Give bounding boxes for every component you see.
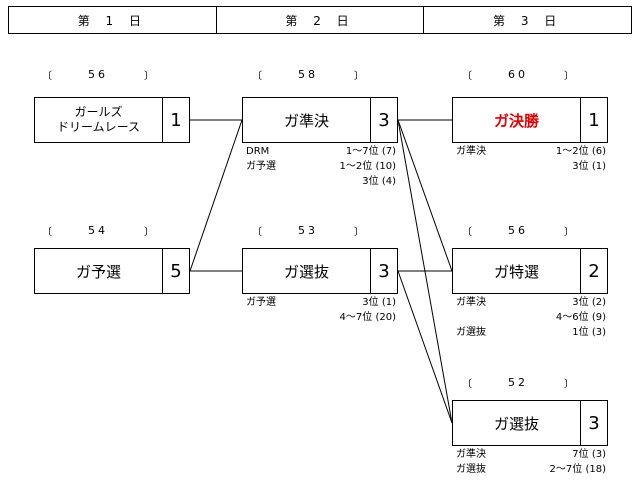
qualifier-row: 4～6位 (9) [555,312,606,323]
day-1-header: 第 1 日 [9,7,217,33]
race-number-d3-g-senbatsu: 〔 52 〕 [462,375,574,390]
race-number-d1-girls-dream: 〔 56 〕 [42,67,154,82]
race-count: 3 [378,260,390,282]
race-box-d1-g-yosen: ガ予選 5 [34,248,190,294]
race-number-d2-g-senbatsu: 〔 53 〕 [252,223,364,238]
race-count: 5 [170,260,182,282]
race-number-d3-g-kessho: 〔 60 〕 [462,67,574,82]
day-2-header: 第 2 日 [217,7,425,33]
race-count: 1 [170,109,182,131]
race-box-d3-g-tokusen: ガ特選 2 [452,248,608,294]
race-name: ガ特選 [453,249,581,293]
race-name: ガールズ ドリームレース [35,98,163,142]
race-name: ガ準決 [243,98,371,142]
qualifier-row: ガ予選 1～2位 (10) [246,161,396,172]
race-name: ガ選抜 [243,249,371,293]
race-count: 3 [378,109,390,131]
race-count: 3 [588,412,600,434]
race-count: 2 [588,260,600,282]
race-number-d3-g-tokusen: 〔 56 〕 [462,223,574,238]
race-box-d3-g-senbatsu: ガ選抜 3 [452,400,608,446]
day-3-header: 第 3 日 [493,13,563,28]
qualifier-row: 3位 (4) [362,176,396,187]
qualifier-row: 4～7位 (20) [339,312,396,323]
qualifier-row: ガ予選 3位 (1) [246,297,396,308]
qualifier-row: 3位 (1) [572,161,606,172]
race-name: ガ予選 [35,249,163,293]
qualifier-row: ガ選抜 2～7位 (18) [456,464,606,475]
day-header: 第 1 日 第 2 日 第 3 日 [8,6,632,34]
qualifier-row: DRM 1～7位 (7) [246,146,396,157]
race-name: ガ決勝 [453,98,581,142]
line-yosen-to-junketsu [189,119,243,272]
race-box-d3-g-kessho: ガ決勝 1 [452,97,608,143]
qualifier-row: ガ選抜 1位 (3) [456,327,606,338]
race-number-d2-g-junketsu: 〔 58 〕 [252,67,364,82]
qualifier-row: ガ準決 3位 (2) [456,297,606,308]
qualifier-row: ガ準決 1～2位 (6) [456,146,606,157]
race-name: ガ選抜 [453,401,581,445]
line-senbatsu-to-d3-senbatsu [397,270,453,424]
race-number-d1-g-yosen: 〔 54 〕 [42,223,154,238]
line-junketsu-to-tokusen [397,119,453,272]
race-box-d2-g-senbatsu: ガ選抜 3 [242,248,398,294]
race-box-d1-girls-dream: ガールズ ドリームレース 1 [34,97,190,143]
race-count: 1 [588,109,600,131]
race-box-d2-g-junketsu: ガ準決 3 [242,97,398,143]
qualifier-row: ガ準決 7位 (3) [456,449,606,460]
